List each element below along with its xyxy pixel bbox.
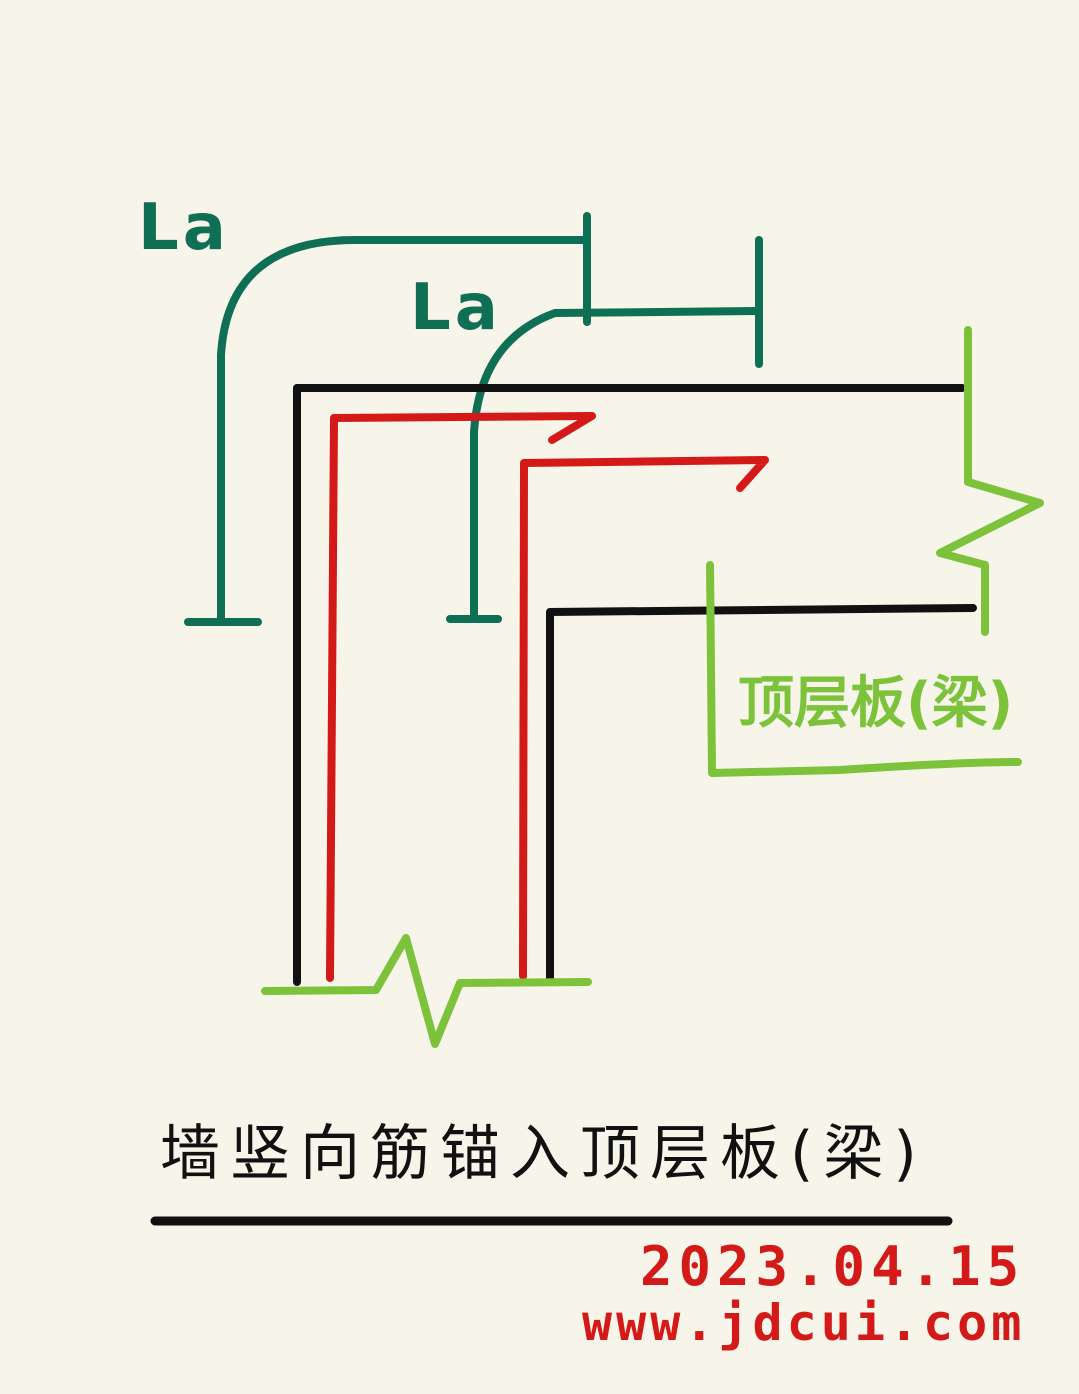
wall-inner-face	[546, 604, 977, 984]
inner-rebar	[519, 456, 769, 980]
break-lines	[261, 326, 1044, 1048]
slab-bottom-boundary	[706, 561, 1022, 777]
anchorage-outer-leg	[217, 236, 589, 624]
diagram-title: 墙竖向筋锚入顶层板(梁)	[160, 1119, 927, 1189]
slab-end-break-line	[936, 326, 1044, 636]
wall-outer-face	[293, 384, 966, 986]
wall-bottom-break-line	[261, 934, 592, 1048]
outer-rebar	[326, 412, 596, 982]
drawing-date: 2023.04.15	[640, 1235, 1026, 1298]
concrete-outline	[293, 384, 977, 986]
wall-vertical-rebars	[326, 412, 769, 982]
anchorage-length-label-outer: La	[138, 191, 230, 265]
anchorage-dimension-outer	[184, 212, 591, 626]
anchorage-length-label-inner: La	[410, 271, 502, 345]
top-slab-label: 顶层板(梁)	[738, 671, 1014, 736]
author-website: www.jdcui.com	[582, 1294, 1026, 1352]
